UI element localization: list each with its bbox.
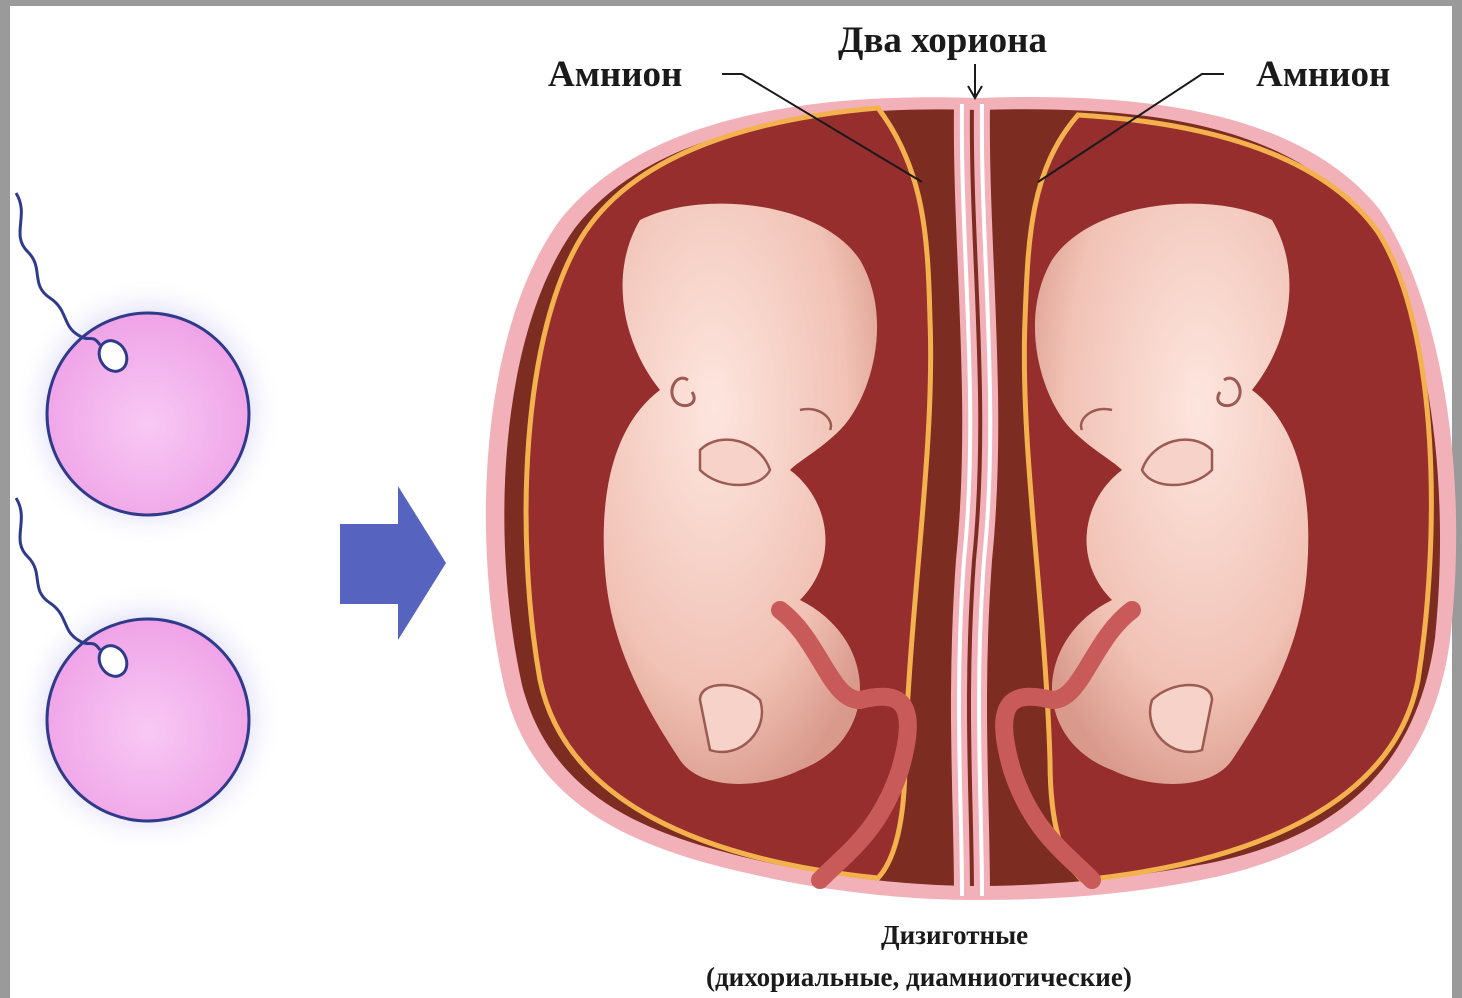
right-arrow-icon (340, 486, 446, 640)
caption-line-2: (дихориальные, диамниотические) (706, 964, 1132, 991)
chorion-arrow (968, 64, 982, 98)
egg-with-sperm-icon-bottom (13, 498, 283, 853)
amnion-left-label: Амнион (548, 56, 682, 93)
amnion-right-label: Амнион (1256, 56, 1390, 93)
egg-with-sperm-icon-top (13, 193, 283, 547)
caption-line-1: Дизиготные (881, 922, 1028, 949)
two-chorions-label: Два хориона (838, 22, 1047, 59)
